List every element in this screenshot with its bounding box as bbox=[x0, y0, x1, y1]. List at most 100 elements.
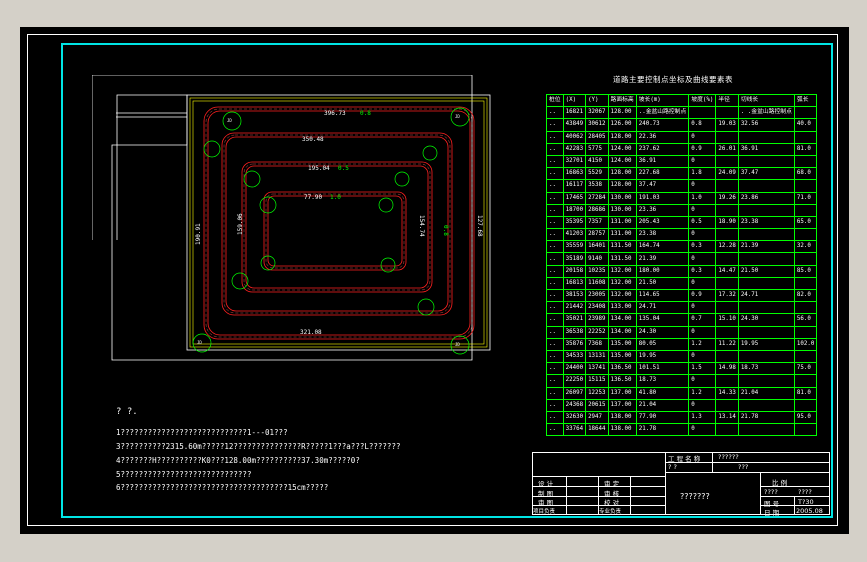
table-cell: 24.71 bbox=[635, 301, 690, 315]
table-cell bbox=[737, 374, 795, 388]
coord-header-3: 路面标高 bbox=[607, 93, 637, 108]
table-cell: 137.00 bbox=[607, 398, 637, 412]
table-cell: 128.00 bbox=[607, 106, 637, 120]
table-cell: 1.2 bbox=[688, 337, 717, 351]
table-cell bbox=[715, 349, 739, 364]
table-cell: 0 bbox=[688, 301, 717, 315]
drafting-label: 制 图 bbox=[538, 490, 554, 498]
table-cell bbox=[737, 130, 795, 144]
coord-header-2: (Y) bbox=[585, 93, 609, 108]
note-line-5: 6?????????????????????????????????????15… bbox=[116, 483, 329, 492]
table-cell: 65.0 bbox=[793, 215, 818, 230]
table-cell: .. bbox=[546, 240, 564, 254]
table-cell bbox=[737, 154, 795, 169]
curve-tag: JD bbox=[197, 340, 202, 345]
table-cell: 14.33 bbox=[715, 386, 739, 400]
table-cell: 135.00 bbox=[607, 337, 637, 351]
table-cell: 17.32 bbox=[715, 288, 739, 303]
table-cell: 21.39 bbox=[737, 240, 795, 254]
table-cell: 18700 bbox=[562, 203, 587, 217]
table-cell: 0 bbox=[688, 325, 717, 339]
label-seg-top-2: 350.48 bbox=[302, 136, 324, 143]
table-cell: 138.00 bbox=[607, 423, 637, 437]
table-cell: 95.0 bbox=[793, 410, 818, 425]
table-cell: 28686 bbox=[585, 203, 609, 217]
table-cell bbox=[793, 301, 818, 315]
table-cell: .. bbox=[546, 410, 564, 425]
scale-a: ???? bbox=[764, 488, 778, 496]
table-cell: 35876 bbox=[562, 337, 587, 351]
label-seg-right-outer: 127.68 bbox=[476, 215, 483, 237]
table-cell bbox=[793, 203, 818, 217]
table-cell: 132.00 bbox=[607, 276, 637, 291]
table-cell bbox=[737, 276, 795, 291]
table-cell: 40062 bbox=[562, 130, 587, 144]
table-cell: 23.86 bbox=[737, 191, 795, 205]
coord-header-4: 坡长(m) bbox=[635, 93, 690, 108]
scale-b: ???? bbox=[798, 488, 812, 496]
table-cell: .. bbox=[546, 288, 564, 303]
table-cell: 126.00 bbox=[607, 118, 637, 132]
table-cell: .. bbox=[546, 228, 564, 242]
table-cell bbox=[715, 154, 739, 169]
table-cell: 26097 bbox=[562, 386, 587, 400]
table-cell bbox=[737, 179, 795, 193]
table-cell: .. bbox=[546, 154, 564, 169]
table-cell: 77.90 bbox=[635, 410, 690, 425]
table-cell: 101.51 bbox=[635, 362, 690, 376]
table-cell: 27284 bbox=[585, 191, 609, 205]
table-cell: 35021 bbox=[562, 313, 587, 327]
table-cell: 23.36 bbox=[635, 203, 690, 217]
table-cell: 19.03 bbox=[715, 118, 739, 132]
table-cell: .. bbox=[546, 276, 564, 291]
scale-label: 比 例 bbox=[772, 479, 788, 487]
table-cell: 32067 bbox=[585, 106, 609, 120]
table-cell: 5775 bbox=[585, 142, 609, 156]
table-cell bbox=[737, 301, 795, 315]
table-cell bbox=[688, 106, 717, 120]
label-slope-top-4: 1.0 bbox=[330, 194, 341, 201]
coord-header-5: 坡度(%) bbox=[688, 93, 717, 108]
table-cell: .. bbox=[546, 386, 564, 400]
table-cell: 0 bbox=[688, 374, 717, 388]
table-cell bbox=[737, 228, 795, 242]
coord-header-8: 弧长 bbox=[793, 93, 818, 108]
table-cell: 227.68 bbox=[635, 167, 690, 181]
table-cell: 131.50 bbox=[607, 252, 637, 266]
table-cell: 0.3 bbox=[688, 264, 717, 278]
table-cell: 14.47 bbox=[715, 264, 739, 278]
cad-model-space[interactable]: 396.73 0.8 350.48 195.04 0.5 77.90 1.0 3… bbox=[20, 27, 849, 534]
table-cell: .. bbox=[546, 313, 564, 327]
table-cell: 0.7 bbox=[688, 313, 717, 327]
coord-table-title: 道路主要控制点坐标及曲线要素表 bbox=[613, 75, 733, 84]
table-cell bbox=[715, 374, 739, 388]
table-cell: 26.01 bbox=[715, 142, 739, 156]
table-cell: 18.73 bbox=[635, 374, 690, 388]
table-cell: 1.5 bbox=[688, 362, 717, 376]
table-cell: 30612 bbox=[585, 118, 609, 132]
table-cell: 135.00 bbox=[607, 349, 637, 364]
sheet-value: T?30 bbox=[798, 498, 814, 506]
table-cell: 21.50 bbox=[737, 264, 795, 278]
table-cell: 16821 bbox=[562, 106, 587, 120]
table-cell: .. bbox=[546, 325, 564, 339]
table-cell bbox=[737, 349, 795, 364]
table-cell: 1.0 bbox=[688, 191, 717, 205]
table-cell: 0 bbox=[688, 423, 717, 437]
curve-markers bbox=[192, 107, 470, 355]
sub-value: ??? bbox=[738, 463, 749, 471]
label-seg-right-2: 154.74 bbox=[418, 215, 425, 237]
table-cell: 85.0 bbox=[793, 264, 818, 278]
table-cell: .. bbox=[546, 374, 564, 388]
table-cell: 0.9 bbox=[688, 288, 717, 303]
table-cell: 9140 bbox=[585, 252, 609, 266]
table-cell: 32701 bbox=[562, 154, 587, 169]
table-cell bbox=[715, 252, 739, 266]
table-cell: 42283 bbox=[562, 142, 587, 156]
